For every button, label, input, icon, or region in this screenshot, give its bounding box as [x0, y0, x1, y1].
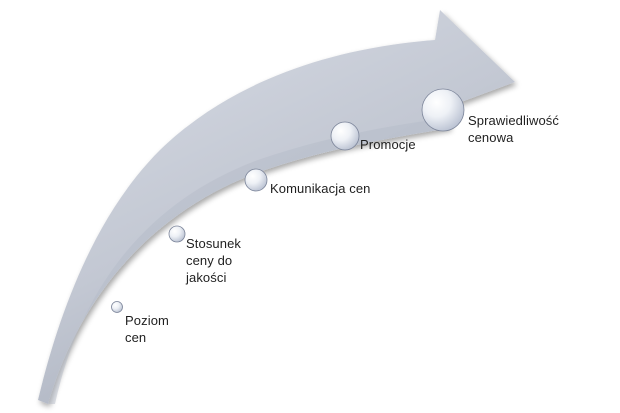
step-label-stosunek: Stosunek ceny do jakości: [186, 236, 242, 285]
step-circle-promocje: [330, 121, 360, 151]
step-label-komunikacja: Komunikacja cen: [270, 181, 371, 196]
step-label-promocje: Promocje: [360, 137, 416, 152]
step-circle-sprawiedliwosc: [421, 88, 465, 132]
arrow-shape: [38, 10, 515, 404]
step-label-poziom: Poziom cen: [125, 313, 169, 345]
step-circle-poziom: [111, 301, 123, 313]
step-circle-komunikacja: [244, 168, 268, 192]
step-label-sprawiedliwosc: Sprawiedliwość cenowa: [468, 113, 559, 145]
step-circle-stosunek: [168, 225, 186, 243]
